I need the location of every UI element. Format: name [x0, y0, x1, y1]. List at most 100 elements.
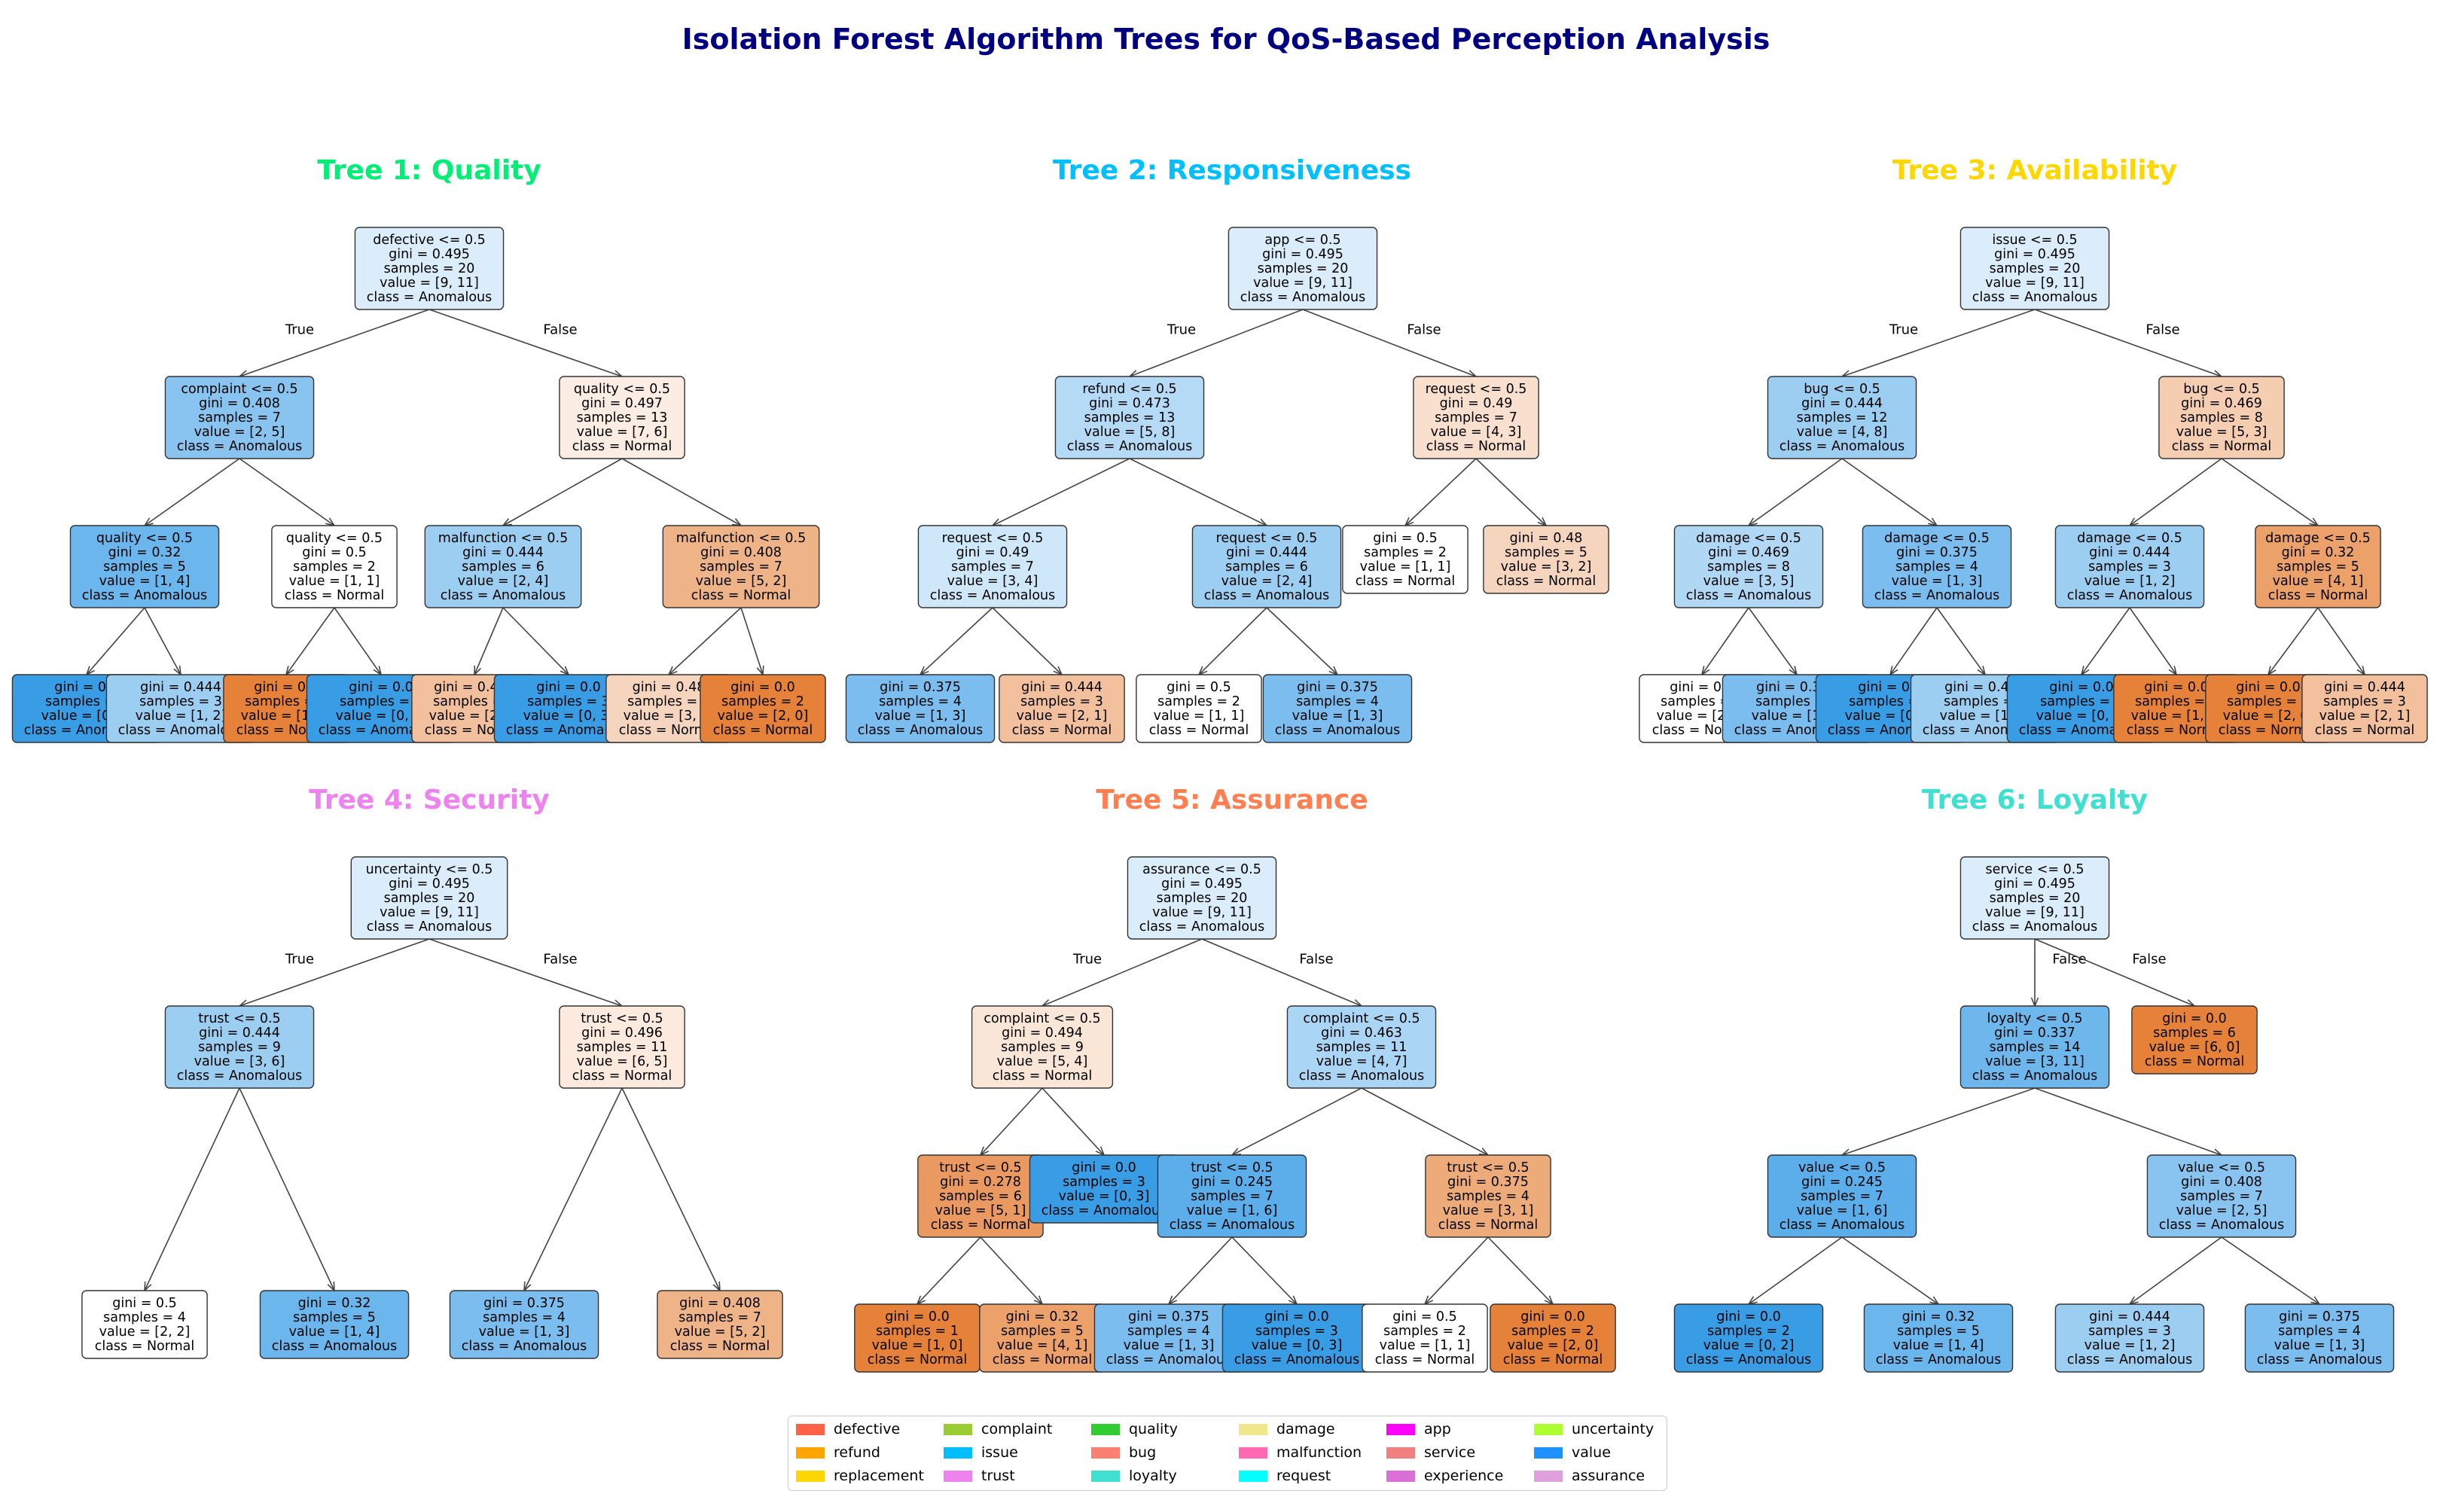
- node-text: gini = 0.444: [1944, 680, 2026, 695]
- node-text: samples = 2: [2227, 694, 2310, 709]
- node-text: gini = 0.444: [2324, 680, 2405, 695]
- node-text: gini = 0.444: [1226, 545, 1307, 560]
- node-box: [350, 856, 508, 940]
- node-text: value = [0, 3]: [523, 709, 615, 724]
- node-text: value = [4, 7]: [1316, 1054, 1407, 1069]
- node-text: value <= 0.5: [2178, 1160, 2265, 1175]
- legend-item: service: [1386, 1442, 1475, 1463]
- tree-edge: [1201, 938, 1362, 1006]
- node-text: gini = 0.0: [2236, 680, 2301, 695]
- node-text: class = Anomalous: [1686, 1352, 1812, 1367]
- node-text: loyalty <= 0.5: [1987, 1011, 2082, 1026]
- tree-edge: [740, 607, 763, 675]
- node-box: [2255, 525, 2381, 608]
- node-text: gini = 0.408: [2181, 1175, 2262, 1190]
- node-text: assurance <= 0.5: [1142, 862, 1261, 877]
- node-box: [1863, 1303, 2014, 1373]
- node-text: value = [1, 4]: [1893, 1338, 1984, 1353]
- tree-edge: [1232, 1087, 1362, 1155]
- node-text: samples = 20: [1990, 261, 2081, 276]
- tree-edge: [980, 1087, 1043, 1155]
- node-text: request <= 0.5: [942, 531, 1044, 546]
- node-text: value = [4, 8]: [1797, 425, 1888, 440]
- node-text: value = [5, 2]: [675, 1325, 766, 1340]
- node-text: samples = 20: [1258, 261, 1349, 276]
- legend-label: app: [1424, 1421, 1451, 1437]
- legend-swatch: [796, 1423, 825, 1435]
- node-text: gini = 0.5: [1670, 680, 1734, 695]
- node-text: gini = 0.408: [199, 396, 280, 411]
- node-text: class = Normal: [572, 1068, 672, 1084]
- node-text: value = [1, 2]: [2085, 574, 2176, 589]
- node-text: gini = 0.5: [1167, 680, 1231, 695]
- legend-swatch: [1386, 1423, 1415, 1435]
- node-text: gini = 0.444: [462, 545, 544, 560]
- node-text: value <= 0.5: [1798, 1160, 1886, 1175]
- node-box: [1959, 227, 2110, 310]
- node-text: gini = 0.245: [1191, 1175, 1273, 1190]
- node-text: class = Anomalous: [272, 1339, 398, 1354]
- node-box: [1862, 525, 2012, 608]
- node-text: value = [2, 1]: [2319, 709, 2411, 724]
- node-text: value = [9, 11]: [1985, 276, 2085, 291]
- legend-label: replacement: [834, 1468, 924, 1484]
- node-text: gini = 0.337: [1994, 1026, 2075, 1041]
- edge-label-false: False: [1407, 322, 1441, 338]
- node-box: [2054, 525, 2205, 608]
- node-text: complaint <= 0.5: [1303, 1011, 1420, 1026]
- node-text: samples = 5: [1505, 545, 1587, 560]
- node-text: samples = 20: [1990, 891, 2081, 906]
- node-box: [2131, 1005, 2258, 1075]
- tree-edge: [1425, 1236, 1489, 1304]
- tree-title: Tree 5: Assurance: [1096, 785, 1368, 815]
- edge-label-true: True: [1889, 322, 1918, 338]
- node-text: class = Anomalous: [1299, 1068, 1425, 1084]
- node-box: [2054, 1303, 2205, 1373]
- node-text: value = [1, 3]: [1124, 1338, 1215, 1353]
- edge-label-false: False: [2132, 952, 2166, 968]
- tree-edge: [1231, 1236, 1297, 1304]
- node-text: gini = 0.375: [1128, 1309, 1209, 1325]
- node-text: value = [2, 0]: [2223, 709, 2314, 724]
- node-text: value = [3, 6]: [194, 1054, 285, 1069]
- node-box: [449, 1290, 599, 1359]
- node-box: [1191, 525, 1342, 608]
- tree-edge: [2317, 607, 2365, 675]
- node-text: trust <= 0.5: [581, 1011, 663, 1026]
- node-text: class = Normal: [572, 439, 672, 454]
- node-text: class = Anomalous: [1876, 1352, 2002, 1367]
- node-text: class = Anomalous: [1106, 1352, 1232, 1367]
- node-box: [1228, 227, 1378, 310]
- node-text: gini = 0.495: [389, 247, 470, 262]
- node-text: bug <= 0.5: [1804, 382, 1880, 397]
- node-text: samples = 20: [384, 891, 475, 906]
- legend-swatch: [1239, 1423, 1267, 1435]
- tree-edge: [1749, 458, 1843, 526]
- legend-swatch: [1386, 1446, 1415, 1459]
- node-text: gini = 0.444: [199, 1026, 280, 1041]
- node-box: [1425, 1154, 1551, 1238]
- node-text: value = [6, 5]: [577, 1054, 668, 1069]
- node-text: samples = 2: [293, 559, 376, 575]
- node-text: trust <= 0.5: [1447, 1160, 1529, 1175]
- node-text: class = Normal: [1356, 574, 1456, 589]
- node-box: [164, 376, 315, 459]
- tree-edge: [524, 1087, 623, 1291]
- tree-edge: [980, 1236, 1042, 1304]
- node-text: value = [0, 3]: [1059, 1189, 1150, 1204]
- tree-edge: [993, 458, 1130, 526]
- node-text: gini = 0.245: [1801, 1175, 1883, 1190]
- node-box: [2158, 376, 2285, 459]
- node-text: value = [0, 3]: [1252, 1338, 1343, 1353]
- tree-edge: [2034, 309, 2222, 376]
- node-text: class = Anomalous: [177, 439, 303, 454]
- node-box: [559, 376, 685, 459]
- tree-title: Tree 2: Responsiveness: [1053, 155, 1411, 186]
- legend-label: defective: [834, 1421, 901, 1437]
